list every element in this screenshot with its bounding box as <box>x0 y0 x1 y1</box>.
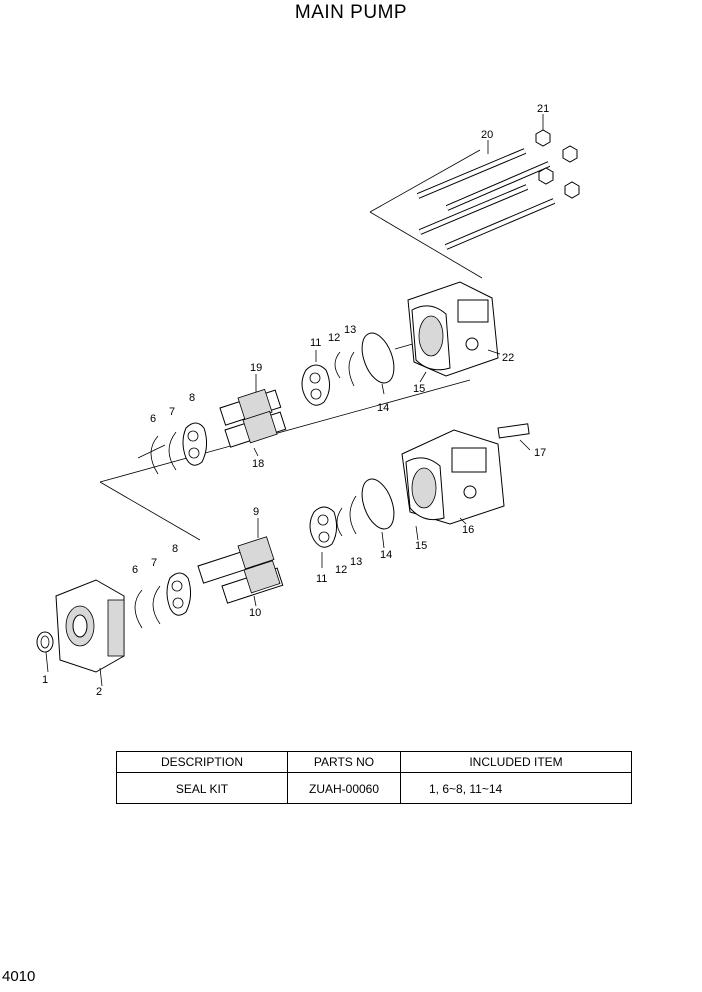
callout-14-lower: 14 <box>380 549 392 561</box>
gears-lower <box>197 536 284 604</box>
gears-upper <box>219 388 287 448</box>
header-included-item: INCLUDED ITEM <box>469 755 563 769</box>
wear-plate-lower <box>309 506 338 548</box>
o-ring-upper <box>361 332 395 384</box>
callout-16: 16 <box>462 524 474 536</box>
header-description: DESCRIPTION <box>117 752 288 772</box>
seal-rings-lower-front <box>134 585 161 629</box>
seal-rings-lower <box>336 495 357 537</box>
header-parts-no: PARTS NO <box>288 752 401 772</box>
callout-8-lower: 8 <box>172 543 178 555</box>
nuts <box>535 129 580 199</box>
callout-11-upper: 11 <box>310 337 321 349</box>
table-header-row: DESCRIPTION PARTS NO INCLUDED ITEM <box>117 752 631 773</box>
callout-15-lower: 15 <box>415 540 427 552</box>
table-row: SEAL KIT ZUAH-00060 1, 6~8, 11~14 <box>117 773 631 804</box>
leader-lines <box>45 114 544 687</box>
callout-12-lower: 12 <box>335 564 347 576</box>
callout-17: 17 <box>534 447 546 459</box>
assembly-guide-lines <box>99 149 483 541</box>
callout-9: 9 <box>253 506 259 518</box>
callout-22: 22 <box>502 352 514 364</box>
callout-20: 20 <box>481 129 493 141</box>
callout-21: 21 <box>537 103 549 115</box>
seal-rings-upper <box>334 351 355 387</box>
bushing-lower <box>166 572 192 616</box>
page-title: MAIN PUMP <box>294 2 408 23</box>
callout-15-upper: 15 <box>413 383 425 395</box>
callout-1: 1 <box>42 674 48 686</box>
callout-14-upper: 14 <box>377 402 389 414</box>
o-ring-lower <box>361 478 395 530</box>
callout-11-lower: 11 <box>316 573 327 585</box>
callout-7-lower: 7 <box>151 557 157 569</box>
page-number: 4010 <box>2 968 36 985</box>
tie-bolts <box>416 148 556 250</box>
callout-2: 2 <box>96 686 102 698</box>
callouts: 21 20 22 15 14 11 12 13 19 18 8 7 6 17 1… <box>42 103 549 698</box>
front-housing <box>401 429 505 525</box>
callout-6-upper: 6 <box>150 413 156 425</box>
callout-6-lower: 6 <box>132 564 138 576</box>
callout-12-upper: 12 <box>328 332 340 344</box>
cell-description: SEAL KIT <box>117 773 288 804</box>
callout-13-upper: 13 <box>344 324 356 336</box>
cell-parts-no: ZUAH-00060 <box>288 773 401 804</box>
seal-kit-table: DESCRIPTION PARTS NO INCLUDED ITEM SEAL … <box>116 751 632 804</box>
wear-plate-upper <box>301 364 330 406</box>
callout-7-upper: 7 <box>169 406 175 418</box>
seal-rings-upper-front <box>150 431 177 475</box>
shaft-seal <box>36 631 54 653</box>
bushing-upper <box>182 422 208 466</box>
callout-10: 10 <box>249 607 261 619</box>
mounting-flange <box>55 579 125 673</box>
drive-shaft <box>497 423 530 439</box>
callout-13-lower: 13 <box>350 556 362 568</box>
callout-19: 19 <box>250 362 262 374</box>
callout-8-upper: 8 <box>189 392 195 404</box>
rear-housing <box>407 281 499 377</box>
cell-included-item: 1, 6~8, 11~14 <box>429 781 503 796</box>
callout-18: 18 <box>252 458 264 470</box>
